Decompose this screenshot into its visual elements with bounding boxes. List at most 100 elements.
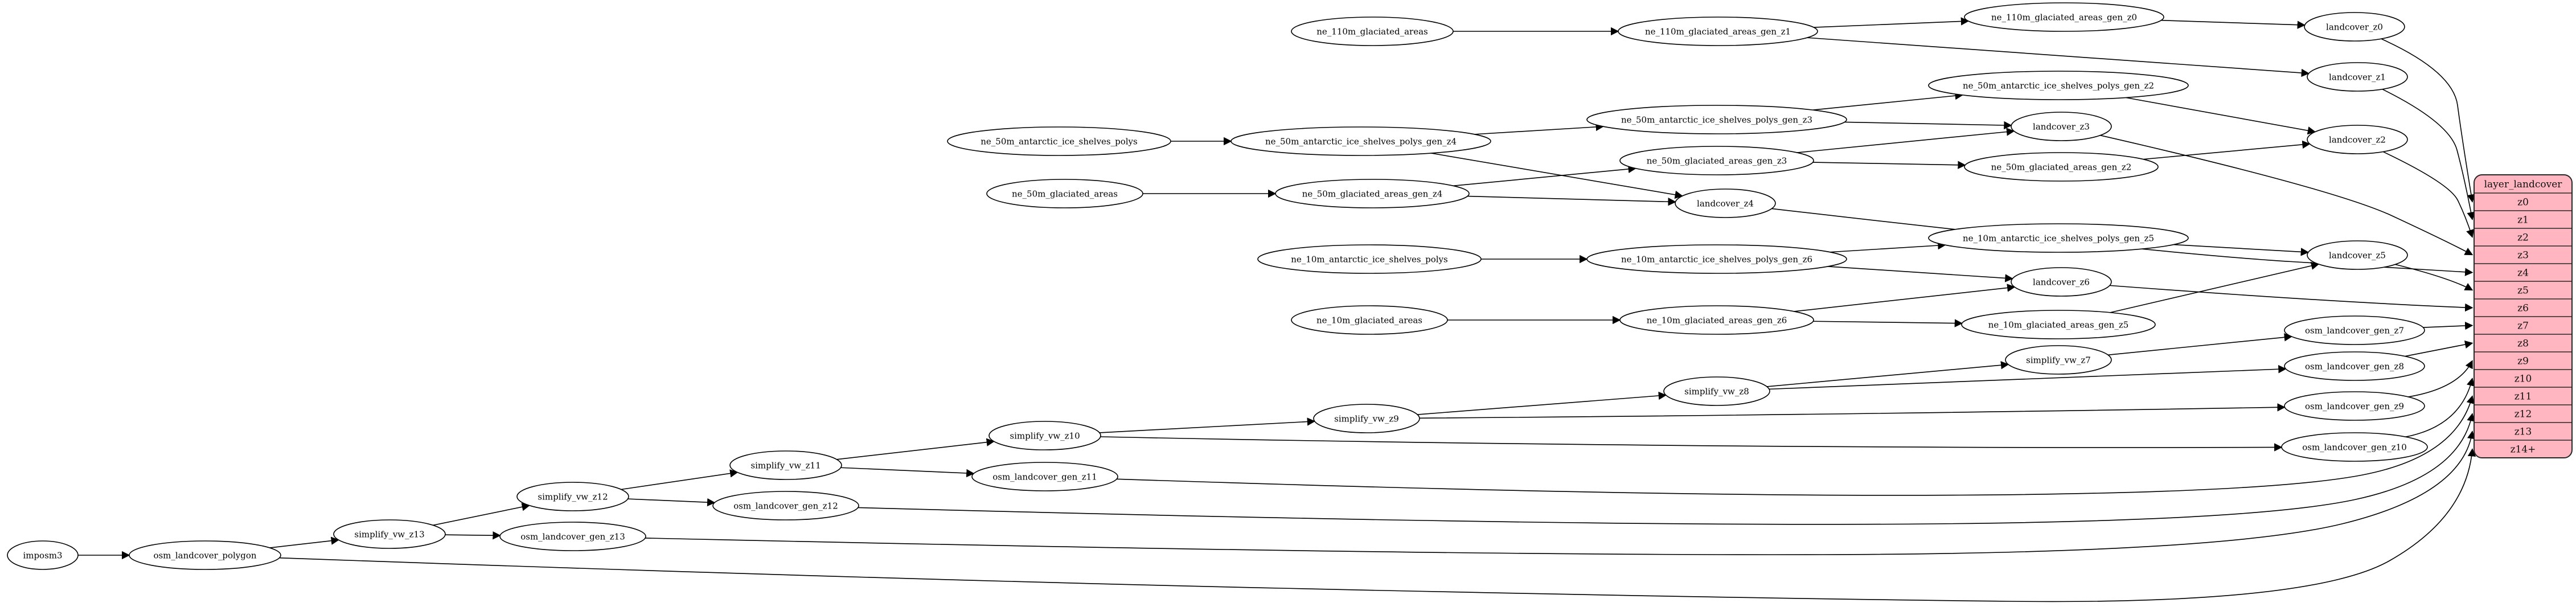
node-label-ne_50m_antarctic_ice_shelves_polys: ne_50m_antarctic_ice_shelves_polys: [981, 136, 1137, 146]
table-row-label-z7: z7: [2517, 320, 2529, 331]
graph-node-simplify_vw_z7: simplify_vw_z7: [2005, 345, 2112, 375]
graph-node-osm_landcover_gen_z12: osm_landcover_gen_z12: [712, 491, 859, 520]
graph-node-osm_landcover_polygon: osm_landcover_polygon: [129, 540, 281, 570]
node-label-ne_50m_antarctic_ice_shelves_polys_gen_z4: ne_50m_antarctic_ice_shelves_polys_gen_z…: [1265, 136, 1457, 146]
table-row-label-z0: z0: [2517, 196, 2529, 208]
node-label-landcover_z1: landcover_z1: [2329, 72, 2386, 82]
node-label-ne_10m_glaciated_areas_gen_z6: ne_10m_glaciated_areas_gen_z6: [1647, 315, 1787, 325]
edge-landcover_z6-to-layer_landcover-z6: [2110, 285, 2474, 312]
node-label-osm_landcover_gen_z11: osm_landcover_gen_z11: [992, 471, 1097, 482]
node-label-ne_50m_antarctic_ice_shelves_polys_gen_z2: ne_50m_antarctic_ice_shelves_polys_gen_z…: [1963, 80, 2154, 91]
table-row-label-z3: z3: [2517, 249, 2529, 261]
node-ellipse-ne_50m_glaciated_areas_gen_z3: [1619, 146, 1814, 175]
layer-landcover-table: layer_landcoverz0z1z2z3z4z5z6z7z8z9z10z1…: [2474, 174, 2573, 458]
node-ellipse-ne_110m_glaciated_areas_gen_z1: [1618, 17, 1818, 46]
edge-landcover_z3-to-layer_landcover-z3: [2100, 134, 2474, 256]
node-label-osm_landcover_gen_z9: osm_landcover_gen_z9: [2305, 401, 2404, 411]
node-label-ne_10m_glaciated_areas: ne_10m_glaciated_areas: [1316, 315, 1422, 325]
graph-node-simplify_vw_z9: simplify_vw_z9: [1313, 404, 1420, 433]
graph-node-ne_50m_antarctic_ice_shelves_polys_gen_z4: ne_50m_antarctic_ice_shelves_polys_gen_z…: [1230, 126, 1491, 156]
edge-landcover_z2-to-layer_landcover-z2: [2382, 151, 2474, 238]
graph-node-osm_landcover_gen_z13: osm_landcover_gen_z13: [499, 522, 646, 551]
node-label-simplify_vw_z11: simplify_vw_z11: [750, 460, 821, 470]
node-ellipse-osm_landcover_gen_z13: [499, 522, 646, 551]
edge-osm_landcover_gen_z12-to-layer_landcover-z12: [858, 413, 2475, 525]
graph-node-ne_50m_glaciated_areas_gen_z2: ne_50m_glaciated_areas_gen_z2: [1964, 152, 2159, 182]
table-row-label-z14+: z14+: [2511, 444, 2536, 455]
graph-node-osm_landcover_gen_z10: osm_landcover_gen_z10: [2281, 432, 2428, 462]
graph-node-ne_50m_glaciated_areas: ne_50m_glaciated_areas: [986, 179, 1143, 208]
edge-osm_landcover_gen_z8-to-layer_landcover-z8: [2405, 340, 2474, 357]
node-ellipse-ne_10m_glaciated_areas_gen_z6: [1619, 305, 1814, 335]
node-label-ne_10m_antarctic_ice_shelves_polys_gen_z5: ne_10m_antarctic_ice_shelves_polys_gen_z…: [1963, 233, 2154, 243]
edge-ne_10m_glaciated_areas_gen_z6-to-ne_10m_glaciated_areas_gen_z5: [1813, 319, 1963, 327]
node-ellipse-ne_50m_glaciated_areas_gen_z4: [1275, 179, 1470, 208]
edge-simplify_vw_z10-to-simplify_vw_z9: [1099, 417, 1316, 433]
graph-node-landcover_z1: landcover_z1: [2307, 62, 2408, 92]
node-ellipse-landcover_z4: [1675, 188, 1776, 218]
node-ellipse-ne_10m_glaciated_areas_gen_z5: [1961, 310, 2156, 339]
edge-simplify_vw_z8-to-simplify_vw_z7: [1766, 361, 2009, 387]
node-label-simplify_vw_z7: simplify_vw_z7: [2026, 355, 2091, 365]
edge-osm_landcover_gen_z9-to-layer_landcover-z9: [2408, 360, 2473, 397]
graph-node-ne_50m_antarctic_ice_shelves_polys_gen_z3: ne_50m_antarctic_ice_shelves_polys_gen_z…: [1586, 105, 1847, 134]
table-row-label-z13: z13: [2515, 426, 2532, 437]
edge-osm_landcover_polygon-to-layer_landcover-z14+: [279, 448, 2476, 602]
table-row-label-z8: z8: [2517, 338, 2529, 349]
edge-ne_50m_antarctic_ice_shelves_polys_gen_z3-to-ne_50m_antarctic_ice_shelves_polys_gen_z2: [1812, 91, 1963, 110]
graph-node-simplify_vw_z8: simplify_vw_z8: [1663, 376, 1770, 406]
node-ellipse-osm_landcover_gen_z11: [971, 462, 1118, 491]
table-title: layer_landcover: [2484, 179, 2563, 190]
node-label-osm_landcover_gen_z7: osm_landcover_gen_z7: [2305, 325, 2404, 335]
edge-ne_110m_glaciated_areas_gen_z0-to-landcover_z0: [2161, 19, 2306, 29]
node-ellipse-ne_10m_antarctic_ice_shelves_polys_gen_z5: [1928, 223, 2189, 253]
node-ellipse-simplify_vw_z13: [333, 519, 446, 549]
edge-ne_10m_antarctic_ice_shelves_polys_gen_z5-to-landcover_z5: [2173, 244, 2310, 256]
graph-node-ne_110m_glaciated_areas_gen_z1: ne_110m_glaciated_areas_gen_z1: [1618, 17, 1818, 46]
node-ellipse-simplify_vw_z7: [2005, 345, 2112, 375]
node-label-landcover_z3: landcover_z3: [2033, 121, 2090, 132]
node-ellipse-osm_landcover_gen_z12: [712, 491, 859, 520]
edge-ne_50m_antarctic_ice_shelves_polys_gen_z4-to-landcover_z4: [1431, 153, 1683, 199]
graph-node-simplify_vw_z12: simplify_vw_z12: [516, 482, 629, 511]
node-label-simplify_vw_z10: simplify_vw_z10: [1010, 430, 1080, 441]
edge-simplify_vw_z11-to-osm_landcover_gen_z11: [840, 467, 975, 478]
node-label-ne_110m_glaciated_areas_gen_z1: ne_110m_glaciated_areas_gen_z1: [1645, 26, 1791, 36]
edge-ne_50m_glaciated_areas_gen_z3-to-ne_50m_glaciated_areas_gen_z2: [1812, 161, 1966, 169]
table-row-label-z12: z12: [2515, 408, 2532, 420]
table-row-label-z11: z11: [2515, 391, 2532, 402]
table-row-label-z1: z1: [2517, 214, 2529, 225]
node-label-ne_10m_antarctic_ice_shelves_polys: ne_10m_antarctic_ice_shelves_polys: [1291, 254, 1447, 264]
edge-simplify_vw_z11-to-simplify_vw_z10: [836, 438, 995, 460]
graph-node-ne_10m_glaciated_areas_gen_z6: ne_10m_glaciated_areas_gen_z6: [1619, 305, 1814, 335]
edge-simplify_vw_z10-to-osm_landcover_gen_z10: [1100, 436, 2283, 452]
graph-node-landcover_z4: landcover_z4: [1675, 188, 1776, 218]
node-label-ne_110m_glaciated_areas: ne_110m_glaciated_areas: [1316, 26, 1428, 36]
graph-node-ne_50m_glaciated_areas_gen_z4: ne_50m_glaciated_areas_gen_z4: [1275, 179, 1470, 208]
graph-node-ne_50m_glaciated_areas_gen_z3: ne_50m_glaciated_areas_gen_z3: [1619, 146, 1814, 175]
edge-landcover_z5-to-layer_landcover-z5: [2395, 264, 2474, 291]
table-row-label-z10: z10: [2515, 373, 2532, 384]
node-label-landcover_z2: landcover_z2: [2329, 134, 2386, 145]
node-label-ne_10m_antarctic_ice_shelves_polys_gen_z6: ne_10m_antarctic_ice_shelves_polys_gen_z…: [1621, 254, 1812, 264]
node-ellipse-ne_10m_glaciated_areas: [1291, 305, 1448, 335]
edge-osm_landcover_gen_z13-to-layer_landcover-z13: [645, 430, 2476, 555]
edge-ne_10m_glaciated_areas_gen_z5-to-landcover_z5: [2110, 261, 2320, 313]
node-ellipse-simplify_vw_z9: [1313, 404, 1420, 433]
edge-osm_landcover_gen_z10-to-layer_landcover-z10: [2405, 378, 2475, 437]
edges-layer: [78, 17, 2476, 602]
node-ellipse-osm_landcover_polygon: [129, 540, 281, 570]
node-label-osm_landcover_polygon: osm_landcover_polygon: [153, 550, 256, 560]
node-ellipse-ne_110m_glaciated_areas_gen_z0: [1964, 2, 2164, 32]
edge-osm_landcover_gen_z7-to-layer_landcover-z7: [2423, 321, 2474, 330]
node-label-ne_10m_glaciated_areas_gen_z5: ne_10m_glaciated_areas_gen_z5: [1988, 319, 2129, 330]
node-label-ne_50m_glaciated_areas: ne_50m_glaciated_areas: [1012, 188, 1118, 199]
edge-ne_110m_glaciated_areas_gen_z1-to-landcover_z1: [1807, 37, 2310, 77]
edge-simplify_vw_z12-to-simplify_vw_z11: [621, 469, 739, 490]
edge-simplify_vw_z7-to-osm_landcover_gen_z7: [2108, 333, 2293, 356]
edge-simplify_vw_z13-to-simplify_vw_z12: [433, 503, 531, 526]
node-label-osm_landcover_gen_z12: osm_landcover_gen_z12: [733, 501, 838, 511]
graph-node-landcover_z0: landcover_z0: [2304, 12, 2405, 42]
graph-node-landcover_z2: landcover_z2: [2307, 125, 2408, 154]
table-row-label-z2: z2: [2517, 232, 2529, 243]
